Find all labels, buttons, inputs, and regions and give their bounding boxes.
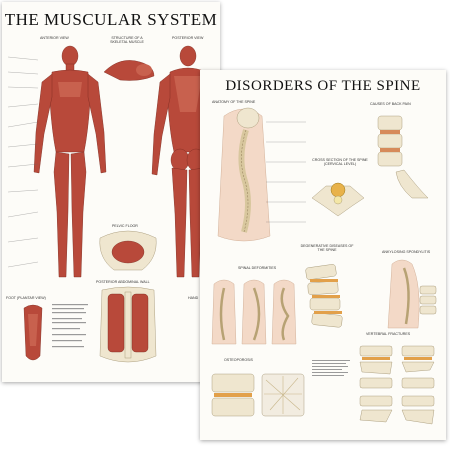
muscular-poster-title: THE MUSCULAR SYSTEM [4,10,218,29]
spine-anatomy-figure [217,107,271,242]
osteoporosis-label: OSTEOPOROSIS [224,358,253,362]
anterior-view-label: ANTERIOR VIEW [40,36,69,40]
spine-disorders-poster: DISORDERS OF THE SPINE ANATOMY OF THE SP… [200,70,446,440]
spondylitis-label: ANKYLOSING SPONDYLITIS [382,250,431,254]
anterior-left-leader-lines [8,56,38,268]
osteoporosis-description-text [312,360,350,376]
cross-section-label: CROSS SECTION OF THE SPINE (CERVICAL LEV… [312,158,368,166]
abdominal-wall-label: POSTERIOR ABDOMINAL WALL [96,280,150,284]
muscular-system-poster: THE MUSCULAR SYSTEM ANTERIOR VIEW STRUCT… [2,2,220,382]
spine-poster-title: DISORDERS OF THE SPINE [225,78,421,94]
degenerative-spine-figure [305,264,343,328]
spinal-deformities-figure [211,279,297,345]
anterior-muscle-figure [33,45,107,278]
foot-plantar-figure [23,304,43,361]
vertebral-fractures-label: VERTEBRAL FRACTURES [366,332,411,336]
cross-section-figure [311,182,365,217]
hand-label: HAND [188,296,199,300]
deformities-label: SPINAL DEFORMITIES [238,266,277,270]
back-pain-label: CAUSES OF BACK PAIN [370,102,411,106]
foot-plantar-label: FOOT (PLANTAR VIEW) [6,296,46,300]
vertebral-fractures-figure [359,345,435,425]
abdominal-wall-figure [99,286,157,363]
spine-anatomy-leader-lines [266,121,306,223]
spine-anatomy-label: ANATOMY OF THE SPINE [212,100,256,104]
pelvic-floor-label: PELVIC FLOOR [112,224,138,228]
degenerative-label: DEGENERATIVE DISEASES OF THE SPINE [300,244,354,252]
osteoporosis-figure [211,373,305,417]
foot-description-text [52,304,88,348]
muscle-structure-label: STRUCTURE OF A SKELETAL MUSCLE [110,36,144,44]
back-pain-figure [377,115,429,199]
posterior-view-label: POSTERIOR VIEW [172,36,204,40]
ankylosing-spondylitis-figure [387,259,437,329]
pelvic-floor-figure [99,230,157,271]
muscle-structure-figure [103,60,155,81]
